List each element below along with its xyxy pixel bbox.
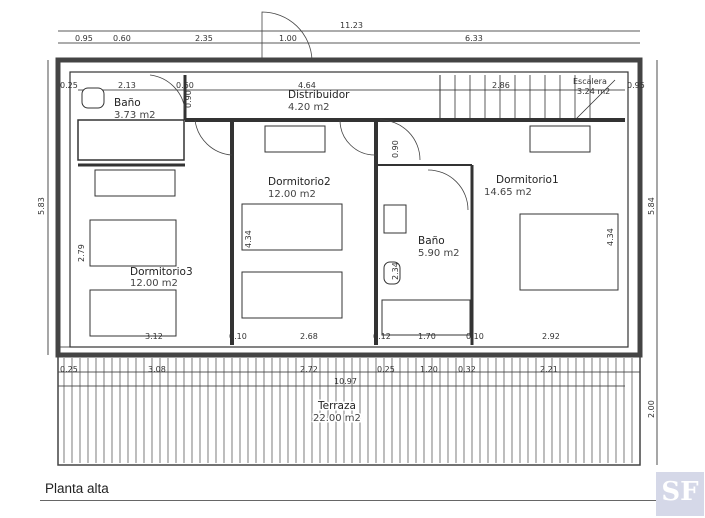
room-label-terraza: Terraza (317, 400, 356, 412)
room-label-bano-1: Baño (114, 97, 141, 109)
room-label-dormitorio2: Dormitorio2 (268, 176, 331, 188)
dim-top-5: 6.33 (465, 34, 483, 43)
dim-terrace-5: 1.20 (420, 365, 438, 374)
dim-misc-1: 0.90 (184, 90, 193, 108)
dim-terrace-1: 0.25 (60, 365, 78, 374)
room-label-bano-2: Baño (418, 235, 445, 247)
dim-top-total: 11.23 (340, 21, 363, 30)
room-area-dormitorio3: 12.00 m2 (130, 278, 178, 289)
dim-inner-top-4: 2.86 (492, 81, 510, 90)
room-area-escalera: 3.24 m2 (577, 87, 610, 96)
dim-terrace-total: 10.97 (334, 377, 357, 386)
dim-terrace-6: 0.32 (458, 365, 476, 374)
room-label-escalera: Escalera (573, 77, 607, 86)
dim-room-height-3: 2.34 (391, 262, 400, 280)
door-swings (149, 11, 469, 211)
room-area-dormitorio2: 12.00 m2 (268, 189, 316, 200)
divider (40, 500, 665, 501)
dim-bottom-5: 1.70 (418, 332, 436, 341)
dim-top-2: 0.60 (113, 34, 131, 43)
dim-room-height-1: 2.79 (77, 244, 86, 262)
dim-bottom-1: 3.12 (145, 332, 163, 341)
room-area-bano-1: 3.73 m2 (114, 110, 156, 121)
room-label-dormitorio3: Dormitorio3 (130, 266, 193, 278)
dim-bottom-2: 0.10 (229, 332, 247, 341)
staircase (454, 75, 616, 121)
dim-terrace-2: 3.08 (148, 365, 166, 374)
dim-room-height-2: 4.34 (244, 230, 253, 248)
dim-inner-top-3: 4.64 (298, 81, 316, 90)
dim-top-1: 0.95 (75, 34, 93, 43)
furniture (81, 87, 619, 337)
terrace-outline (57, 354, 641, 466)
terrace-decking (63, 358, 633, 463)
room-area-terraza: 22.00 m2 (313, 413, 361, 424)
dim-right-height: 5.84 (647, 197, 656, 215)
logo: SF (656, 472, 704, 516)
plan-title: Planta alta (45, 481, 109, 496)
dim-terrace-7: 2.21 (540, 365, 558, 374)
dim-terrace-3: 2.72 (300, 365, 318, 374)
room-label-dormitorio1: Dormitorio1 (496, 174, 559, 186)
dim-top-4: 1.00 (279, 34, 297, 43)
room-area-dormitorio1: 14.65 m2 (484, 187, 532, 198)
dim-terrace-depth: 2.00 (647, 400, 656, 418)
dim-bottom-4: 0.12 (373, 332, 391, 341)
dim-inner-top-1: 2.13 (118, 81, 136, 90)
dim-terrace-4: 0.25 (377, 365, 395, 374)
room-label-distribuidor: Distribuidor (288, 89, 350, 101)
dim-misc-3: 0.25 (60, 81, 78, 90)
dim-inner-top-2: 0.60 (176, 81, 194, 90)
dim-misc-2: 0.90 (391, 140, 400, 158)
dim-inner-top-5: 0.95 (627, 81, 645, 90)
room-area-distribuidor: 4.20 m2 (288, 102, 330, 113)
dim-bottom-3: 2.68 (300, 332, 318, 341)
room-area-bano-2: 5.90 m2 (418, 248, 460, 259)
dim-left-height: 5.83 (37, 197, 46, 215)
dim-top-3: 2.35 (195, 34, 213, 43)
dim-room-height-4: 4.34 (606, 228, 615, 246)
dim-bottom-6: 0.10 (466, 332, 484, 341)
dim-bottom-7: 2.92 (542, 332, 560, 341)
